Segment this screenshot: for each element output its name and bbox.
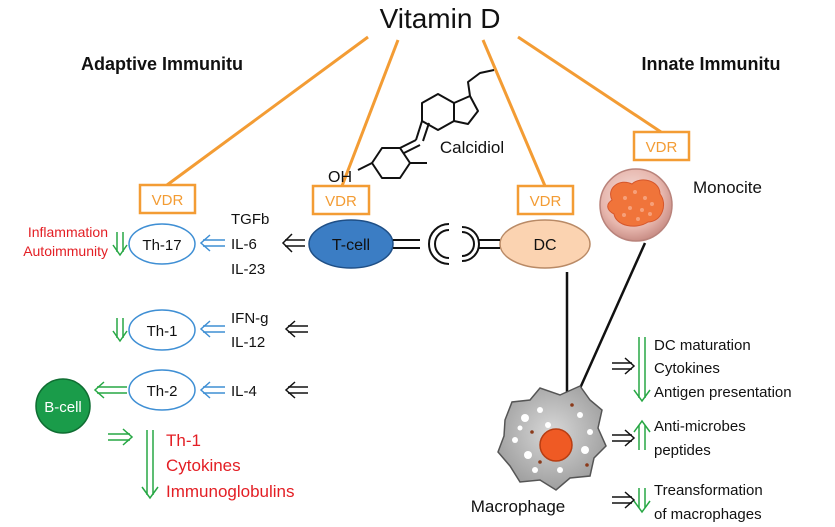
th2-shape	[128, 369, 196, 411]
arrow-black-right-peptides-icon	[612, 429, 636, 447]
effect-anti-microbes: Anti-microbes	[654, 418, 746, 435]
monocite-label: Monocite	[693, 178, 762, 197]
th17-label: Th-17	[142, 237, 181, 254]
effect-autoimmunity: Autoimmunity	[23, 243, 108, 259]
cytokine-th17-2: IL-23	[231, 261, 265, 278]
vdr-label: VDR	[152, 192, 184, 209]
arrow-green-down-th17-icon	[112, 232, 128, 257]
tcell-shape	[308, 219, 394, 269]
arrow-green-down-th1-icon	[112, 318, 128, 343]
arrow-blue-to-th17-icon	[199, 234, 225, 252]
cytokine-th1-1: IL-12	[231, 334, 265, 351]
arrow-black-right-transformation-icon	[612, 491, 636, 509]
vdr-box-tcell: VDR	[311, 184, 371, 216]
arrow-green-right-bcell-icon	[108, 428, 134, 446]
connectors-to-macrophage	[565, 242, 647, 396]
title-vitamin-d: Vitamin D	[380, 3, 501, 34]
section-adaptive-immunity: Adaptive Immunitu	[81, 54, 243, 74]
arrow-black-right-dc-group-icon	[612, 357, 636, 375]
effect-of-macrophages: of macrophages	[654, 506, 762, 523]
section-innate-immunity: Innate Immunitu	[642, 54, 781, 74]
effect-bcell-cytokines: Cytokines	[166, 456, 241, 475]
th17-shape	[128, 223, 196, 265]
connector-to-monocite-vdr	[517, 35, 662, 134]
effect-dc-antigen-presentation: Antigen presentation	[654, 384, 792, 401]
vdr-box-dc: VDR	[516, 184, 575, 216]
connector-monocite-to-macrophage	[575, 242, 647, 396]
effect-bcell-immunoglobulins: Immunoglobulins	[166, 482, 295, 501]
cytokine-th2-0: IL-4	[231, 383, 257, 400]
connector-to-tcell-vdr	[340, 39, 400, 187]
synapse-connector-icon	[393, 223, 500, 265]
macrophage-cell-icon	[497, 385, 607, 491]
oh-label: OH	[328, 169, 352, 186]
cytokine-th1-0: IFN-g	[231, 310, 269, 327]
arrow-green-down-bcell-icon	[141, 430, 159, 500]
bcell-label: B-cell	[44, 399, 82, 416]
calcidiol-label: Calcidiol	[440, 138, 504, 157]
arrow-black-to-th2-icon	[284, 381, 308, 399]
cytokine-th17-0: TGFb	[231, 211, 269, 228]
monocite-cell-icon	[599, 168, 673, 242]
arrow-green-to-bcell-icon	[93, 381, 127, 399]
effect-inflammation: Inflammation	[28, 224, 108, 240]
effect-peptides: peptides	[654, 442, 711, 459]
vdr-label: VDR	[530, 193, 562, 210]
arrow-black-to-th1-icon	[284, 320, 308, 338]
vdr-label: VDR	[646, 139, 678, 156]
arrow-blue-to-th2-icon	[199, 381, 225, 399]
vdr-box-th17: VDR	[138, 183, 197, 215]
th2-label: Th-2	[147, 383, 178, 400]
vdr-label: VDR	[325, 193, 357, 210]
th1-label: Th-1	[147, 323, 178, 340]
macrophage-label: Macrophage	[471, 497, 566, 516]
connector-to-th17-vdr	[166, 35, 369, 187]
effect-bcell-th1: Th-1	[166, 431, 201, 450]
dc-shape	[499, 219, 591, 269]
arrow-green-down-transformation-icon	[633, 488, 651, 514]
calcidiol-molecule-icon	[357, 69, 495, 179]
arrow-blue-to-th1-icon	[199, 320, 225, 338]
cytokine-th17-1: IL-6	[231, 236, 257, 253]
effect-treansformation: Treansformation	[654, 482, 763, 499]
connector-to-dc-vdr	[481, 39, 547, 187]
arrow-green-up-peptides-icon	[633, 419, 651, 450]
th1-shape	[128, 309, 196, 351]
vitamin-d-connectors	[166, 35, 662, 187]
vdr-box-monocite: VDR	[632, 130, 691, 162]
dc-label: DC	[533, 237, 556, 254]
arrow-green-down-dc-group-icon	[633, 337, 651, 403]
bcell-shape	[35, 378, 91, 434]
arrow-tcell-to-cytokines-icon	[281, 233, 305, 253]
effect-dc-cytokines: Cytokines	[654, 360, 720, 377]
tcell-label: T-cell	[332, 237, 370, 254]
effect-dc-maturation: DC maturation	[654, 337, 751, 354]
